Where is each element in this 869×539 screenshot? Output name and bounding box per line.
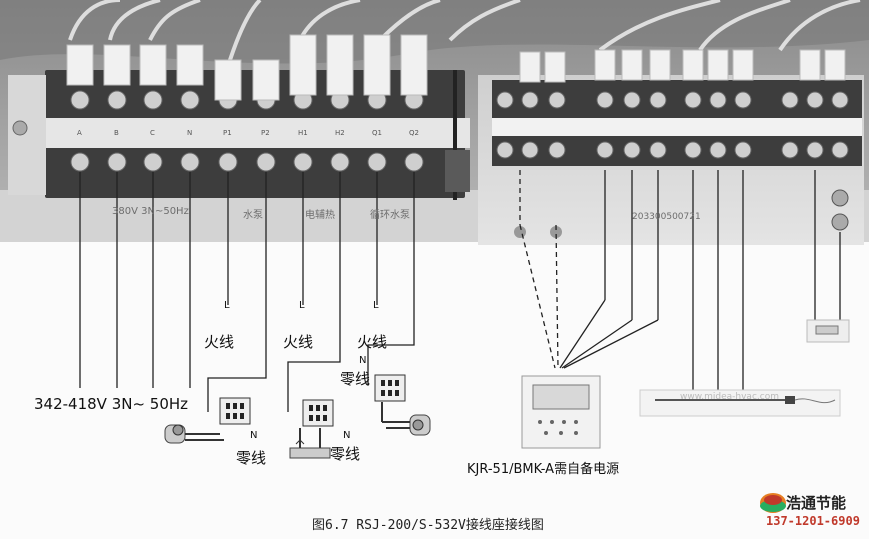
wired-controller [521,375,601,449]
live-tag-1: L [224,300,230,311]
live-label-2: 火线 [283,333,314,351]
group-label-pump: 水泵 [243,210,263,221]
water-pump-1 [164,424,224,444]
live-label-3: 火线 [357,333,388,351]
contactor-2 [302,399,334,427]
electric-heater [289,428,331,459]
group-label-heater: 电辅热 [305,210,335,221]
live-label-1: 火线 [204,333,235,351]
contactor-1 [219,397,251,425]
left-lugs [66,34,428,101]
brand-logo-icon [760,493,786,513]
flow-switch [806,319,850,343]
contactor-3 [374,374,406,402]
neutral-label-1: 零线 [236,449,267,467]
live-tag-3: L [373,300,379,311]
power-supply-label: 342-418V 3N~ 50Hz [34,395,189,413]
terminal-letter-n: N [187,129,193,137]
terminal-letter-p1: P1 [223,129,232,137]
right-terminal-screws [496,91,849,159]
right-lugs [519,49,846,83]
circulation-pump [381,402,431,436]
wiring-lines [79,170,841,412]
terminal-letter-q2: Q2 [409,129,419,137]
neutral-label-3: 零线 [340,370,371,388]
group-label-circulation-pump: 循环水泵 [370,210,410,221]
neutral-label-2: 零线 [330,445,361,463]
watermark: www.midea-hvac.com [680,392,779,402]
brand-block: 浩通节能 137-1201-6909 [752,490,862,534]
group-label-power: 380V 3N~50Hz [112,206,189,217]
temperature-sensor [639,389,841,417]
terminal-letter-p2: P2 [261,129,270,137]
controller-label: KJR-51/BMK-A需自备电源 [467,462,620,477]
terminal-letter-h1: H1 [298,129,308,137]
brand-name: 浩通节能 [786,494,847,512]
terminal-letter-c: C [150,129,155,137]
figure-caption: 图6.7 RSJ-200/S-532V接线座接线图 [312,518,544,533]
brand-phone: 137-1201-6909 [766,514,860,528]
terminal-letter-h2: H2 [335,129,345,137]
live-tag-2: L [299,300,305,311]
neutral-tag-2: N [343,430,351,441]
terminal-letter-q1: Q1 [372,129,382,137]
serial-number: 203300500721 [632,212,701,222]
terminal-letter-b: B [114,129,119,137]
neutral-tag-3: N [359,355,367,366]
neutral-tag-1: N [250,430,258,441]
terminal-letter-a: A [77,129,82,137]
